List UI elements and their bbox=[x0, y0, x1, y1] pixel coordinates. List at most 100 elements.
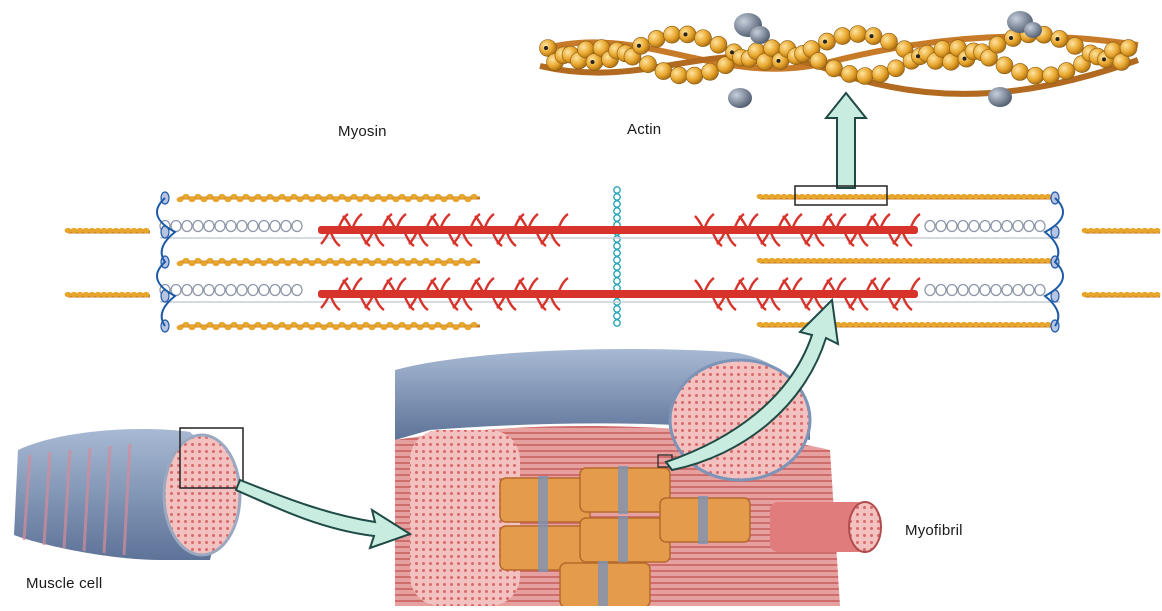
actin-bead bbox=[1027, 67, 1044, 84]
actin-bead bbox=[841, 65, 858, 82]
actin-string-bead bbox=[131, 228, 138, 233]
actin-string-bead bbox=[213, 325, 220, 330]
actin-string-bead bbox=[1154, 292, 1161, 297]
actin-string-bead bbox=[225, 197, 232, 202]
actin-string-bead bbox=[1088, 228, 1095, 233]
actin-string-bead bbox=[285, 325, 292, 330]
actin-string-bead bbox=[417, 261, 424, 266]
actin-string-bead bbox=[351, 258, 358, 263]
actin-string-bead bbox=[1124, 292, 1131, 297]
actin-string-bead bbox=[411, 194, 418, 199]
actin-string-bead bbox=[405, 197, 412, 202]
actin-string-bead bbox=[429, 325, 436, 330]
actin-string-bead bbox=[441, 197, 448, 202]
actin-string-bead bbox=[985, 258, 992, 263]
actin-string-bead bbox=[985, 194, 992, 199]
actin-string-bead bbox=[267, 322, 274, 327]
actin-string-bead bbox=[375, 322, 382, 327]
actin-string-bead bbox=[423, 322, 430, 327]
actin-string-bead bbox=[889, 322, 896, 327]
actin-string-bead bbox=[889, 258, 896, 263]
titin-coil bbox=[925, 285, 935, 296]
actin-string-bead bbox=[1015, 258, 1022, 263]
myofibril-tube-band bbox=[538, 476, 548, 524]
m-line-bead bbox=[614, 208, 620, 214]
actin-string-bead bbox=[787, 194, 794, 199]
actin-bead bbox=[640, 56, 657, 73]
actin-string-bead bbox=[351, 194, 358, 199]
actin-string-bead bbox=[769, 258, 776, 263]
actin-string-bead bbox=[907, 194, 914, 199]
actin-string-bead bbox=[183, 322, 190, 327]
actin-string-bead bbox=[865, 194, 872, 199]
actin-string-bead bbox=[207, 194, 214, 199]
muscle-cell-cross-section bbox=[164, 435, 240, 555]
actin-string-bead bbox=[231, 322, 238, 327]
actin-string-bead bbox=[213, 197, 220, 202]
actin-string-bead bbox=[195, 322, 202, 327]
actin-string-bead bbox=[883, 194, 890, 199]
titin-coil bbox=[969, 221, 979, 232]
actin-string-bead bbox=[955, 194, 962, 199]
actin-string-bead bbox=[345, 325, 352, 330]
actin-string-bead bbox=[835, 194, 842, 199]
actin-string-bead bbox=[967, 194, 974, 199]
actin-string-bead bbox=[465, 325, 472, 330]
actin-string-bead bbox=[907, 258, 914, 263]
actin-string-bead bbox=[1094, 228, 1101, 233]
actin-string-bead bbox=[763, 194, 770, 199]
m-line-bead bbox=[614, 187, 620, 193]
actin-string-bead bbox=[119, 228, 126, 233]
actin-string-bead bbox=[1100, 228, 1107, 233]
actin-string-bead bbox=[763, 258, 770, 263]
actin-string-bead bbox=[1130, 292, 1137, 297]
actin-bead-dot bbox=[963, 57, 967, 61]
actin-string-bead bbox=[1106, 292, 1113, 297]
actin-string-bead bbox=[393, 197, 400, 202]
titin-coil bbox=[248, 221, 258, 232]
actin-string-bead bbox=[279, 258, 286, 263]
actin-string-bead bbox=[793, 322, 800, 327]
actin-string-bead bbox=[847, 258, 854, 263]
actin-string-bead bbox=[823, 194, 830, 199]
actin-string-bead bbox=[1027, 322, 1034, 327]
actin-string-bead bbox=[883, 322, 890, 327]
titin-coil bbox=[980, 221, 990, 232]
actin-string-bead bbox=[279, 322, 286, 327]
titin-coil bbox=[969, 285, 979, 296]
actin-string-bead bbox=[137, 292, 144, 297]
actin-string-bead bbox=[1082, 292, 1089, 297]
actin-string-bead bbox=[1009, 258, 1016, 263]
actin-string-bead bbox=[447, 322, 454, 327]
actin-string-bead bbox=[943, 322, 950, 327]
actin-string-bead bbox=[781, 322, 788, 327]
actin-string-bead bbox=[363, 258, 370, 263]
actin-string-bead bbox=[195, 258, 202, 263]
actin-filament-closeup bbox=[540, 11, 1139, 108]
titin-coil bbox=[193, 221, 203, 232]
actin-string-bead bbox=[973, 322, 980, 327]
actin-string-bead bbox=[1045, 194, 1052, 199]
actin-string-bead bbox=[225, 325, 232, 330]
actin-bead bbox=[826, 60, 843, 77]
actin-string-bead bbox=[961, 322, 968, 327]
actin-string-bead bbox=[357, 261, 364, 266]
actin-string-bead bbox=[979, 322, 986, 327]
actin-string-bead bbox=[381, 197, 388, 202]
actin-string-bead bbox=[967, 322, 974, 327]
actin-string-bead bbox=[1130, 228, 1137, 233]
actin-string-bead bbox=[925, 322, 932, 327]
actin-string-bead bbox=[877, 194, 884, 199]
actin-string-bead bbox=[829, 194, 836, 199]
actin-bead-dot bbox=[544, 46, 548, 50]
m-line-bead bbox=[614, 313, 620, 319]
actin-string-bead bbox=[237, 261, 244, 266]
actin-string-bead bbox=[1039, 322, 1046, 327]
actin-string-bead bbox=[931, 258, 938, 263]
actin-bead bbox=[695, 30, 712, 47]
actin-string-bead bbox=[793, 258, 800, 263]
actin-string-bead bbox=[177, 197, 184, 202]
actin-string-bead bbox=[757, 322, 764, 327]
